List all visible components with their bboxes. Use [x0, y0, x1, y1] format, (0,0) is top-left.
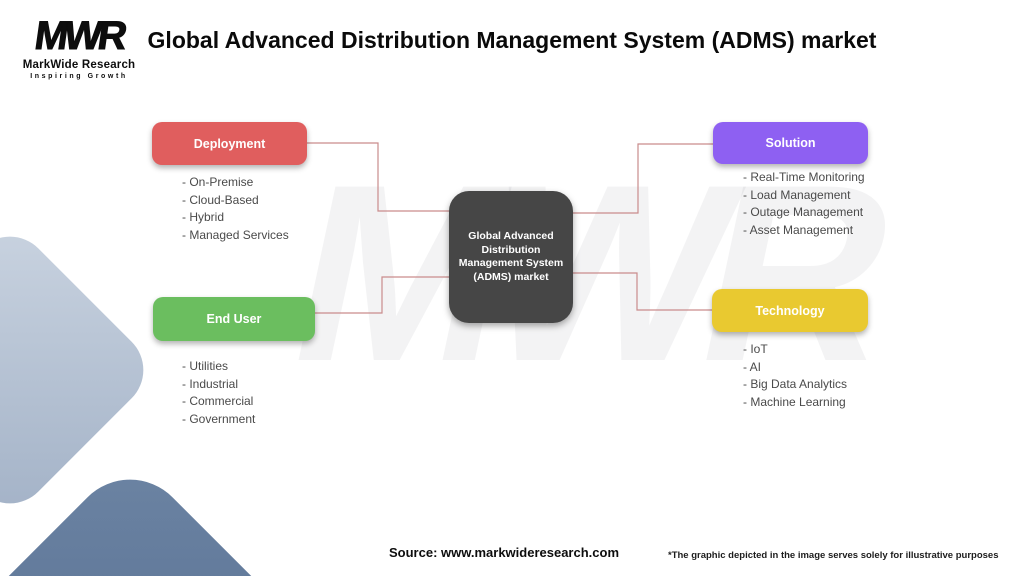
central-market-node: Global Advanced Distribution Management …	[449, 191, 573, 323]
technology-box: Technology	[712, 289, 868, 332]
list-item: - Big Data Analytics	[743, 377, 848, 392]
list-item: - AI	[743, 359, 762, 374]
list-item: - Load Management	[743, 187, 851, 202]
end-user-items: - Utilities - Industrial - Commercial - …	[182, 358, 255, 428]
list-item: - Government	[182, 411, 256, 426]
logo-tagline: Inspiring Growth	[30, 73, 128, 80]
end-user-box: End User	[153, 297, 315, 341]
technology-items: - IoT - AI - Big Data Analytics - Machin…	[743, 341, 847, 411]
list-item: - Outage Management	[743, 205, 864, 220]
connector-end-user	[315, 276, 449, 314]
connector-technology	[573, 272, 712, 311]
list-item: - IoT	[743, 342, 768, 356]
list-item: - Industrial	[182, 376, 239, 391]
list-item: - Asset Management	[743, 222, 854, 237]
technology-label: Technology	[755, 303, 825, 318]
solution-box: Solution	[713, 122, 868, 164]
deployment-box: Deployment	[152, 122, 307, 165]
list-item: - Utilities	[182, 359, 229, 373]
deployment-label: Deployment	[193, 136, 266, 151]
connector-solution	[573, 143, 713, 214]
solution-label: Solution	[765, 136, 816, 150]
list-item: - Cloud-Based	[182, 192, 259, 207]
connector-deployment	[307, 142, 449, 212]
list-item: - Hybrid	[182, 210, 225, 225]
list-item: - Machine Learning	[743, 394, 846, 409]
logo-name: MarkWide Research	[22, 59, 136, 71]
list-item: - Commercial	[182, 394, 254, 409]
markwide-research-logo: MWR MarkWide Research Inspiring Growth	[20, 14, 138, 81]
end-user-label: End User	[206, 312, 262, 326]
deployment-items: - On-Premise - Cloud-Based - Hybrid - Ma…	[182, 174, 289, 244]
list-item: - Real-Time Monitoring	[743, 170, 865, 184]
list-item: - On-Premise	[182, 175, 254, 189]
disclaimer-text: *The graphic depicted in the image serve…	[668, 550, 999, 561]
source-text: Source: www.markwideresearch.com	[389, 545, 620, 560]
solution-items: - Real-Time Monitoring - Load Management…	[743, 169, 865, 239]
list-item: - Managed Services	[182, 227, 289, 242]
central-market-label: Global Advanced Distribution Management …	[458, 230, 564, 283]
page-title: Global Advanced Distribution Management …	[147, 27, 877, 53]
